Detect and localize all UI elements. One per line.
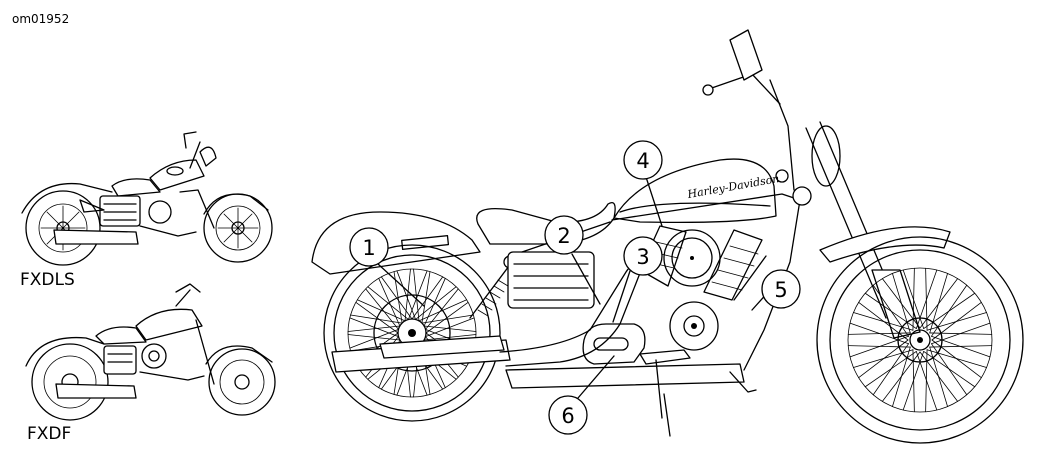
wheel-spoke (864, 292, 917, 329)
callout-6: 6 (548, 395, 588, 435)
model-label-fxdf: FXDF (27, 424, 72, 444)
wheel-spoke (380, 276, 413, 320)
svg-text:6: 6 (561, 404, 574, 428)
svg-text:5: 5 (774, 278, 787, 302)
wheel-spoke (418, 299, 468, 322)
bike-fxdls (21, 131, 273, 266)
wheel-spoke (425, 301, 469, 334)
wheel-spoke (423, 277, 446, 327)
wheel-spoke (423, 325, 477, 332)
callout-leaders (377, 176, 771, 399)
wheel-spoke (923, 351, 976, 388)
wheel-spoke (415, 286, 457, 320)
bike-fxdf (25, 283, 276, 421)
wheel-spoke (929, 345, 993, 348)
figure-reference: om01952 (12, 12, 70, 26)
wheel-spoke (931, 322, 991, 345)
wheel-spoke (421, 271, 431, 324)
wheel-spoke (350, 314, 403, 324)
svg-text:4: 4 (636, 149, 649, 173)
wheel-spoke (931, 301, 982, 341)
wheel-spoke (858, 339, 909, 379)
wheel-spoke (407, 270, 428, 320)
svg-text:1: 1 (362, 236, 375, 260)
wheel-spoke (378, 277, 401, 327)
wheel-spoke (931, 284, 968, 337)
wheel-spoke (349, 317, 399, 338)
wheel-spoke (347, 325, 401, 332)
wheel-spoke (881, 278, 921, 329)
wheel-spoke (853, 312, 914, 331)
wheel-spoke (847, 332, 911, 335)
wheel-spoke (926, 349, 987, 368)
wheel-spoke (929, 273, 948, 334)
wheel-spoke (915, 351, 938, 411)
wheel-spoke (365, 288, 399, 330)
wheel-spoke (919, 351, 959, 402)
bike-main: Harley-Davidson (311, 29, 1024, 444)
wheel-spoke (425, 317, 475, 338)
svg-text:3: 3 (636, 245, 649, 269)
wheel-spoke (349, 328, 399, 349)
wheel-spoke (421, 314, 474, 324)
wheel-spoke (411, 276, 444, 320)
wheel-spoke (425, 288, 459, 330)
wheel-spoke (355, 301, 399, 334)
callout-2: 2 (544, 215, 584, 255)
wheel-spoke (396, 270, 417, 320)
model-label-fxdls: FXDLS (20, 270, 75, 290)
wheel-spoke (356, 299, 406, 322)
wheel-spoke (872, 343, 909, 396)
wheel-spoke (404, 268, 411, 322)
wheel-spoke (413, 268, 420, 322)
callout-4: 4 (623, 140, 663, 180)
wheel-spoke (423, 334, 477, 341)
wheel-spoke (367, 286, 409, 320)
wheel-spoke (347, 334, 401, 341)
callout-1: 1 (349, 227, 389, 267)
wheel-spoke (925, 267, 928, 331)
callout-3: 3 (623, 236, 663, 276)
wheel-spoke (912, 349, 915, 413)
wheel-spoke (849, 335, 909, 358)
svg-text:2: 2 (557, 224, 570, 248)
callout-5: 5 (761, 269, 801, 309)
wheel-spoke (892, 346, 911, 407)
wheel-spoke (902, 269, 925, 329)
